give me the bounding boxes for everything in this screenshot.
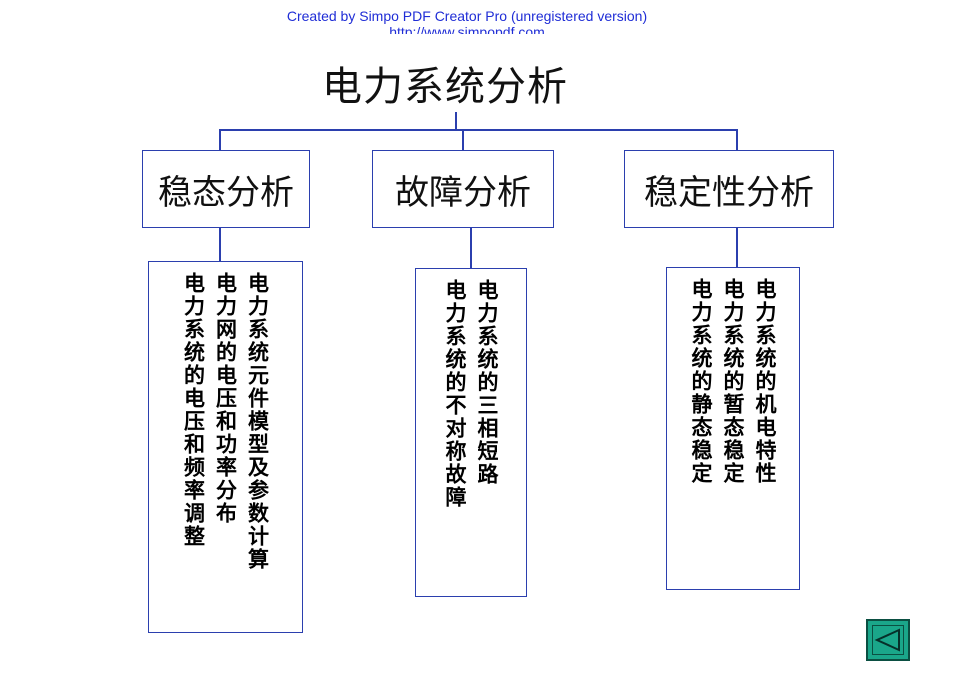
connector-title-down: [455, 112, 457, 130]
connector-horizontal: [219, 129, 737, 131]
detail-item: 电力网的电压和功率分布: [213, 272, 238, 525]
connector-stability-detail: [736, 228, 738, 268]
back-button[interactable]: [866, 619, 910, 661]
connector-middle-down: [462, 129, 464, 150]
detail-box-stability: 电力系统的机电特性 电力系统的暂态稳定 电力系统的静态稳定: [666, 267, 800, 590]
detail-item: 电力系统的不对称故障: [443, 279, 467, 509]
connector-right-down: [736, 129, 738, 150]
heading-label: 故障分析: [395, 172, 531, 213]
heading-box-steady-state: 稳态分析: [142, 150, 310, 228]
detail-item: 电力系统的机电特性: [753, 278, 777, 485]
heading-label: 稳定性分析: [644, 172, 814, 213]
detail-item: 电力系统的暂态稳定: [721, 278, 745, 485]
heading-box-stability: 稳定性分析: [624, 150, 834, 228]
heading-box-fault: 故障分析: [372, 150, 554, 228]
back-button-frame: [872, 625, 904, 655]
detail-item: 电力系统元件模型及参数计算: [245, 272, 270, 571]
heading-label: 稳态分析: [158, 172, 294, 213]
detail-item: 电力系统的三相短路: [475, 279, 499, 486]
detail-item: 电力系统的静态稳定: [689, 278, 713, 485]
back-triangle-icon: [874, 628, 900, 652]
detail-box-fault: 电力系统的三相短路 电力系统的不对称故障: [415, 268, 527, 597]
connector-fault-detail: [470, 228, 472, 269]
detail-item: 电力系统的电压和频率调整: [181, 272, 206, 548]
diagram-title: 电力系统分析: [322, 64, 568, 110]
connector-left-down: [219, 129, 221, 150]
connector-steady-detail: [219, 228, 221, 262]
watermark-line-1: Created by Simpo PDF Creator Pro (unregi…: [286, 8, 648, 24]
watermark-line-2: http://www.simpopdf.com: [389, 24, 545, 34]
detail-box-steady-state: 电力系统元件模型及参数计算 电力网的电压和功率分布 电力系统的电压和频率调整: [148, 261, 303, 633]
